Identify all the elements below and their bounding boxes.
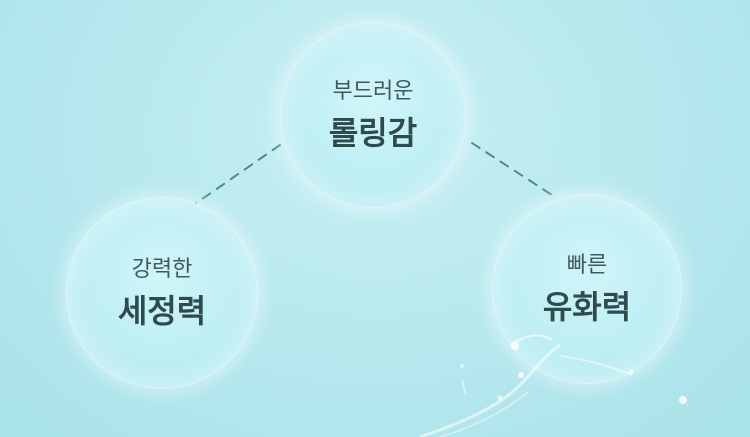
feature-subtitle: 부드러운 xyxy=(332,79,414,104)
feature-subtitle: 빠른 xyxy=(566,253,608,278)
feature-subtitle: 강력한 xyxy=(131,257,193,282)
connector-top-left xyxy=(194,144,281,205)
feature-bubble-emulsifying: 빠른 유화력 xyxy=(492,194,682,384)
feature-bubble-rolling: 부드러운 롤링감 xyxy=(280,22,466,208)
feature-title: 롤링감 xyxy=(328,114,418,152)
feature-title: 유화력 xyxy=(542,288,632,326)
feature-bubble-cleansing: 강력한 세정력 xyxy=(66,197,258,389)
feature-title: 세정력 xyxy=(117,292,207,330)
connector-top-right xyxy=(471,142,556,198)
